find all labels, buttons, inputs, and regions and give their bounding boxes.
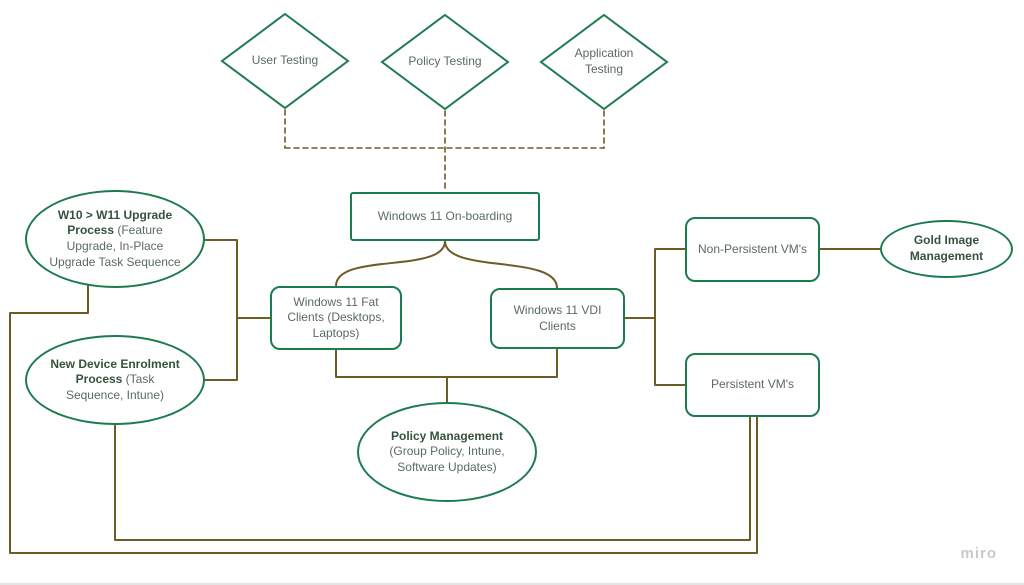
node-label-bold: W10 > W11 Upgrade Process (57, 207, 173, 238)
diamond-shape (220, 12, 350, 110)
node-w10-w11-upgrade-process[interactable]: W10 > W11 Upgrade Process (Feature Upgra… (25, 190, 205, 288)
node-new-device-enrolment-process[interactable]: New Device Enrolment Process (Task Seque… (25, 335, 205, 425)
node-policy-testing[interactable]: Policy Testing (380, 13, 510, 111)
node-label: User Testing (251, 53, 319, 68)
node-windows11-onboarding[interactable]: Windows 11 On-boarding (350, 192, 540, 241)
canvas-edge-line (0, 583, 1024, 585)
node-label: Windows 11 Fat Clients (Desktops, Laptop… (287, 294, 385, 340)
node-label-bold: Policy Management (390, 428, 504, 443)
connector-vdi-to-persistent (654, 317, 686, 386)
node-label-rest: (Task Sequence, Intune) (65, 372, 165, 402)
connector-new-device-to-fat-clients (204, 317, 238, 381)
node-label: New Device Enrolment Process (Task Seque… (27, 357, 203, 404)
node-gold-image-management[interactable]: Gold Image Management (880, 220, 1013, 278)
node-label: Application Testing (574, 46, 634, 76)
node-label-bold: New Device Enrolment Process (50, 356, 180, 387)
node-label: Persistent VM's (711, 377, 794, 392)
node-label-rest: (Feature Upgrade, In-Place Upgrade Task … (49, 223, 181, 269)
node-label: Non-Persistent VM's (698, 241, 807, 256)
connector-persistent-to-new-device (114, 416, 751, 541)
node-label: Windows 11 On-boarding (377, 208, 513, 223)
node-policy-management[interactable]: Policy Management (Group Policy, Intune,… (357, 402, 537, 502)
miro-watermark: miro (960, 545, 997, 562)
node-user-testing[interactable]: User Testing (220, 12, 350, 110)
node-label: Gold Image Management (882, 233, 1011, 264)
node-label: W10 > W11 Upgrade Process (Feature Upgra… (27, 208, 203, 270)
connector-w10-to-fat-clients (204, 239, 271, 319)
connector-fat-clients-to-policy-mgmt (335, 349, 448, 403)
node-persistent-vms[interactable]: Persistent VM's (685, 353, 820, 417)
connector-onboarding-to-fat-clients (335, 240, 446, 287)
connector-vdi-to-policy-mgmt (446, 348, 558, 378)
node-fat-clients[interactable]: Windows 11 Fat Clients (Desktops, Laptop… (270, 286, 402, 350)
node-label-rest: (Group Policy, Intune, Software Updates) (389, 444, 505, 474)
connector-persistent-to-w10 (9, 285, 758, 554)
node-application-testing[interactable]: Application Testing (539, 13, 669, 111)
node-label: Windows 11 VDI Clients (513, 302, 602, 333)
node-non-persistent-vms[interactable]: Non-Persistent VM's (685, 217, 820, 282)
node-label-bold: Gold Image Management (909, 233, 984, 263)
node-vdi-clients[interactable]: Windows 11 VDI Clients (490, 288, 625, 349)
connector-vdi-to-non-persistent (624, 248, 686, 319)
connector-onboarding-to-vdi-clients (444, 240, 558, 289)
diamond-shape (539, 13, 669, 111)
diamond-shape (380, 13, 510, 111)
node-label: Policy Testing (408, 54, 482, 69)
node-label: Policy Management (Group Policy, Intune,… (359, 429, 535, 476)
